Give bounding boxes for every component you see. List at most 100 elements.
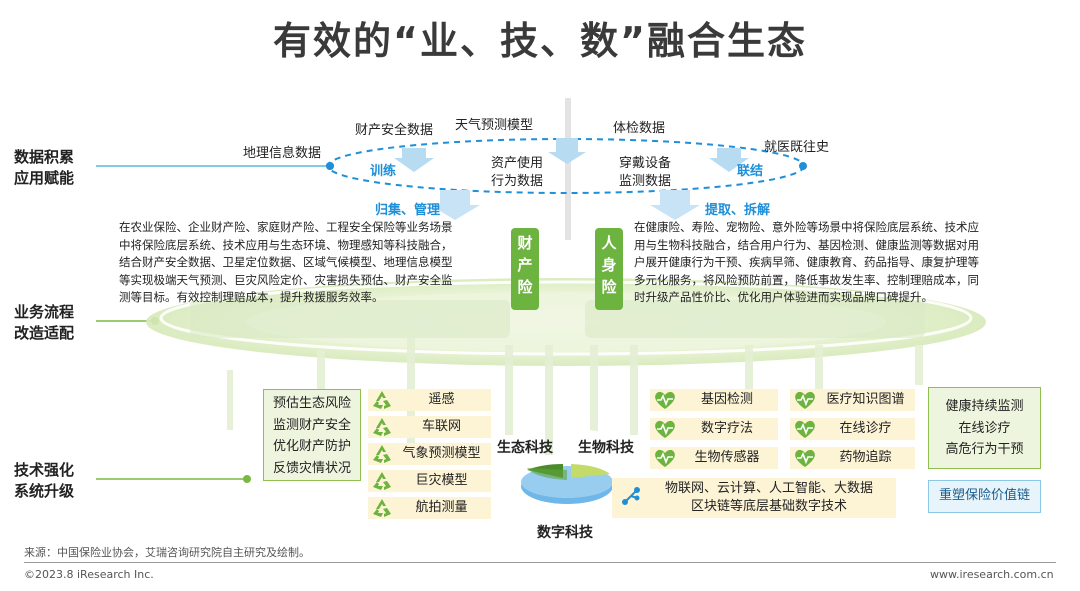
eco-tech-label-text: 巨灾模型 <box>415 473 468 488</box>
life-tag-char: 人 <box>601 234 617 252</box>
eco-tech-label-text: 车联网 <box>421 419 461 434</box>
arrow-label-train: 训练 <box>370 164 397 179</box>
eco-tech-item: 航拍测量 <box>368 497 491 519</box>
recycle-icon <box>373 391 391 409</box>
network-icon <box>622 487 640 505</box>
eco-tech-label-text: 遥感 <box>428 392 455 407</box>
heartbeat-icon <box>655 449 675 467</box>
recycle-icon <box>373 472 391 490</box>
life-tag-char: 险 <box>601 278 617 296</box>
data-item-wearable-line-2: 监测数据 <box>618 174 671 189</box>
arrow-label-link: 联结 <box>737 164 764 179</box>
digital-tech-label: 数字科技 <box>537 525 593 541</box>
flow-label-right: 提取、拆解 <box>705 203 771 218</box>
source-note: 来源：中国保险业协会，艾瑞咨询研究院自主研究及绘制。 <box>24 546 310 559</box>
eco-tech-label-text: 气象预测模型 <box>402 446 481 461</box>
heartbeat-icon <box>655 391 675 409</box>
data-item-wearable: 穿戴设备 监测数据 <box>610 155 680 191</box>
life-insurance-text: 在健康险、寿险、宠物险、意外险等场景中将保险底层系统、技术应 用与生物科技融合，… <box>634 219 1046 307</box>
property-text-line: 测等目标。有效控制理赔成本，提升救援服务效率。 <box>119 290 384 305</box>
data-item-wearable-line-1: 穿戴设备 <box>618 156 671 171</box>
bio-tech-item: 药物追踪 <box>790 447 915 469</box>
bio-tech-label-text: 数字疗法 <box>700 421 753 436</box>
health-goal-item: 高危行为干预 <box>945 442 1024 457</box>
flow-label-left: 归集、管理 <box>375 203 441 218</box>
data-item-weather-model: 天气预测模型 <box>455 118 534 133</box>
life-text-line: 用与生物科技融合，结合用户行为、基因检测、健康监测等数据对用 <box>634 237 979 252</box>
life-insurance-tag: 人 身 险 <box>595 228 623 310</box>
bio-tech-item: 基因检测 <box>650 389 778 411</box>
digital-tech-box: 物联网、云计算、人工智能、大数据 区块链等底层基础数字技术 <box>612 478 896 518</box>
bio-tech-label-text: 生物传感器 <box>694 450 760 465</box>
life-text-line: 户展开健康行为干预、疾病早筛、健康教育、药品指导、康复护理等 <box>634 255 979 270</box>
footer-divider <box>24 562 1056 563</box>
life-text-line: 在健康险、寿险、宠物险、意外险等场景中将保险底层系统、技术应 <box>634 220 979 234</box>
bio-tech-item: 数字疗法 <box>650 418 778 440</box>
data-item-medical-history: 就医既往史 <box>764 140 830 155</box>
row-label-data: 数据积累 应用赋能 <box>14 147 94 189</box>
eco-goals-box: 预估生态风险 监测财产安全 优化财产防护 反馈灾情状况 <box>263 389 361 481</box>
property-text-line: 结合财产安全数据、卫星定位数据、区域气候模型、地理信息模型 <box>119 255 453 270</box>
property-tag-char: 产 <box>517 256 533 274</box>
recycle-icon <box>373 499 391 517</box>
property-tag-char: 财 <box>517 234 533 252</box>
property-insurance-tag: 财 产 险 <box>511 228 539 310</box>
eco-tech-item: 车联网 <box>368 416 491 438</box>
property-tag-char: 险 <box>517 278 533 296</box>
eco-tech-item: 巨灾模型 <box>368 470 491 492</box>
eco-tech-label: 生态科技 <box>497 440 553 456</box>
bio-tech-label: 生物科技 <box>578 440 634 456</box>
heartbeat-icon <box>655 420 675 438</box>
page-title: 有效的“业、技、数”融合生态 <box>273 19 807 63</box>
health-goals-box: 健康持续监测 在线诊疗 高危行为干预 <box>928 387 1041 469</box>
heartbeat-icon <box>795 449 815 467</box>
website: www.iresearch.com.cn <box>930 568 1054 581</box>
bio-tech-item: 在线诊疗 <box>790 418 915 440</box>
eco-goal-item: 反馈灾情状况 <box>272 460 351 476</box>
copyright: ©2023.8 iResearch Inc. <box>24 568 154 581</box>
eco-goal-item: 监测财产安全 <box>272 417 351 433</box>
row-label-data-line-2: 应用赋能 <box>14 169 75 187</box>
eco-goal-item: 预估生态风险 <box>272 396 351 411</box>
data-item-asset-use-line-2: 行为数据 <box>490 174 543 189</box>
eco-tech-item: 气象预测模型 <box>368 443 491 465</box>
data-item-geo: 地理信息数据 <box>243 146 322 161</box>
health-goal-item: 健康持续监测 <box>945 399 1024 414</box>
bio-tech-label-text: 医疗知识图谱 <box>826 392 905 407</box>
row-label-tech-line-2: 系统升级 <box>14 482 75 500</box>
property-text-line: 在农业保险、企业财产险、家庭财产险、工程安全保险等业务场景 <box>119 220 453 234</box>
property-text-line: 中将保险底层系统、技术应用与生态环境、物理感知等科技融合， <box>119 237 453 252</box>
digital-tech-line-1: 物联网、云计算、人工智能、大数据 <box>664 481 873 496</box>
bio-tech-item: 生物传感器 <box>650 447 778 469</box>
data-item-asset-use-line-1: 资产使用 <box>490 156 543 171</box>
row-label-process: 业务流程 改造适配 <box>14 302 94 344</box>
eco-tech-item: 遥感 <box>368 389 491 411</box>
life-text-line: 时升级产品性价比、优化用户体验进而实现品牌口碑提升。 <box>634 290 933 305</box>
bio-tech-label-text: 药物追踪 <box>839 450 892 465</box>
property-insurance-text: 在农业保险、企业财产险、家庭财产险、工程安全保险等业务场景 中将保险底层系统、技… <box>119 219 509 307</box>
health-goal-item: 在线诊疗 <box>958 420 1011 436</box>
property-text-line: 等实现极端天气预测、巨灾风险定价、灾害损失预估、财产安全监 <box>119 272 453 287</box>
bio-tech-item: 医疗知识图谱 <box>790 389 915 411</box>
data-item-asset-use: 资产使用 行为数据 <box>478 155 556 191</box>
heartbeat-icon <box>795 420 815 438</box>
row-label-tech-line-1: 技术强化 <box>14 461 75 479</box>
recycle-icon <box>373 418 391 436</box>
bio-tech-label-text: 基因检测 <box>700 392 753 407</box>
recycle-icon <box>373 445 391 463</box>
eco-goal-item: 优化财产防护 <box>272 439 351 454</box>
value-chain-box: 重塑保险价值链 <box>928 480 1041 513</box>
data-item-checkup: 体检数据 <box>613 121 666 136</box>
eco-tech-label-text: 航拍测量 <box>415 500 468 515</box>
bio-tech-label-text: 在线诊疗 <box>839 421 892 436</box>
row-label-data-line-1: 数据积累 <box>14 148 75 166</box>
digital-tech-line-2: 区块链等底层基础数字技术 <box>690 499 847 514</box>
life-text-line: 多元化服务，将风险预防前置，降低事故发生率、控制理赔成本，同 <box>634 272 979 287</box>
life-tag-char: 身 <box>601 256 617 274</box>
heartbeat-icon <box>795 391 815 409</box>
data-item-asset-safety: 财产安全数据 <box>355 123 434 138</box>
row-label-process-line-1: 业务流程 <box>14 303 75 321</box>
row-label-process-line-2: 改造适配 <box>14 324 75 342</box>
row-label-tech: 技术强化 系统升级 <box>14 460 94 502</box>
